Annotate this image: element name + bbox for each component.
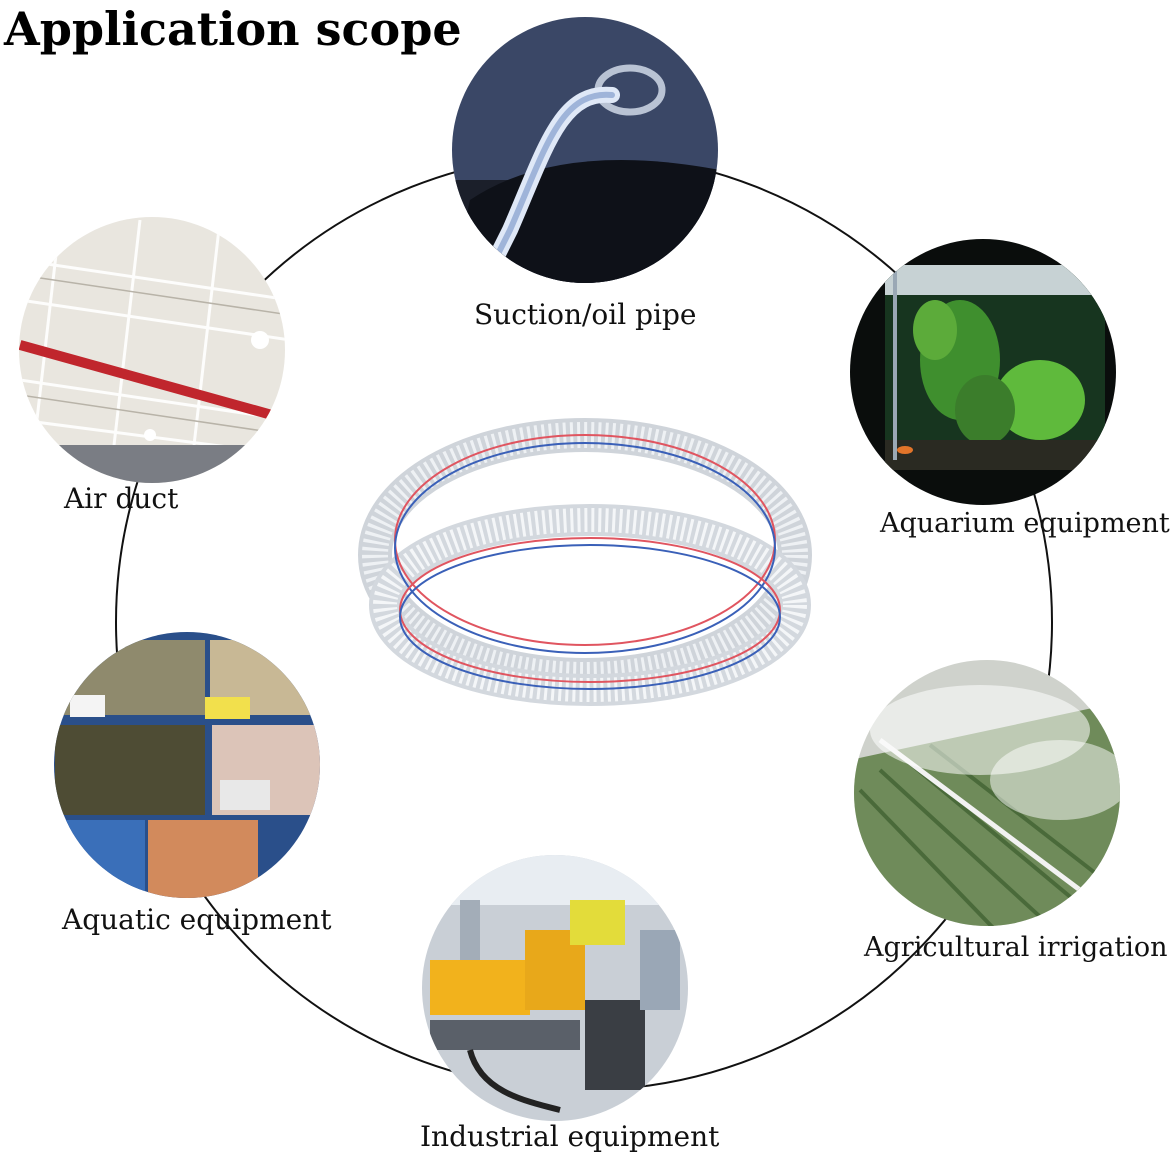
page-title: Application scope — [4, 2, 462, 56]
hose-coil-image — [358, 418, 812, 706]
label-aquarium-equipment: Aquarium equipment — [880, 508, 1170, 539]
aquatic-photo — [54, 632, 320, 898]
label-air-duct: Air duct — [64, 482, 179, 515]
agricultural-irrigation-photo — [854, 660, 1120, 926]
label-industrial-equipment: Industrial equipment — [420, 1120, 720, 1153]
label-agricultural-irrigation: Agricultural irrigation — [864, 932, 1168, 963]
suction-oil-pipe-photo — [452, 17, 718, 283]
label-suction-oil-pipe: Suction/oil pipe — [474, 298, 697, 331]
label-aquatic-equipment: Aquatic equipment — [62, 903, 332, 936]
aquarium-photo — [850, 239, 1116, 505]
air-duct-photo — [19, 217, 285, 483]
industrial-equipment-photo — [422, 855, 688, 1121]
